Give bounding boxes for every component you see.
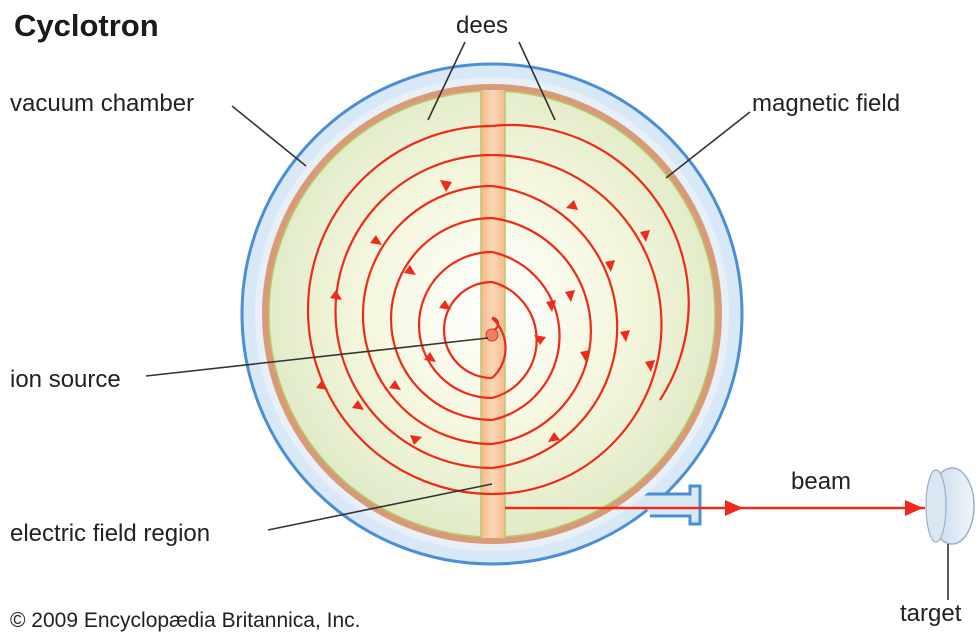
label-magnetic-field: magnetic field <box>752 90 901 117</box>
electric-field-gap <box>480 90 506 538</box>
ion-source-dot <box>485 328 499 342</box>
orbit-arrows <box>316 180 655 445</box>
beam-line <box>505 500 925 516</box>
target-disc <box>925 467 975 545</box>
label-ion-source: ion source <box>10 366 121 393</box>
label-target: target <box>900 600 962 627</box>
label-electric-field-region: electric field region <box>10 520 211 547</box>
particle-orbit <box>306 123 690 496</box>
label-vacuum-chamber: vacuum chamber <box>10 90 195 117</box>
leader-lines <box>145 41 949 600</box>
copyright-notice: © 2009 Encyclopædia Britannica, Inc. <box>10 609 361 632</box>
label-dees: dees <box>456 12 509 39</box>
label-beam: beam <box>791 468 852 495</box>
diagram-title: Cyclotron <box>14 8 159 43</box>
